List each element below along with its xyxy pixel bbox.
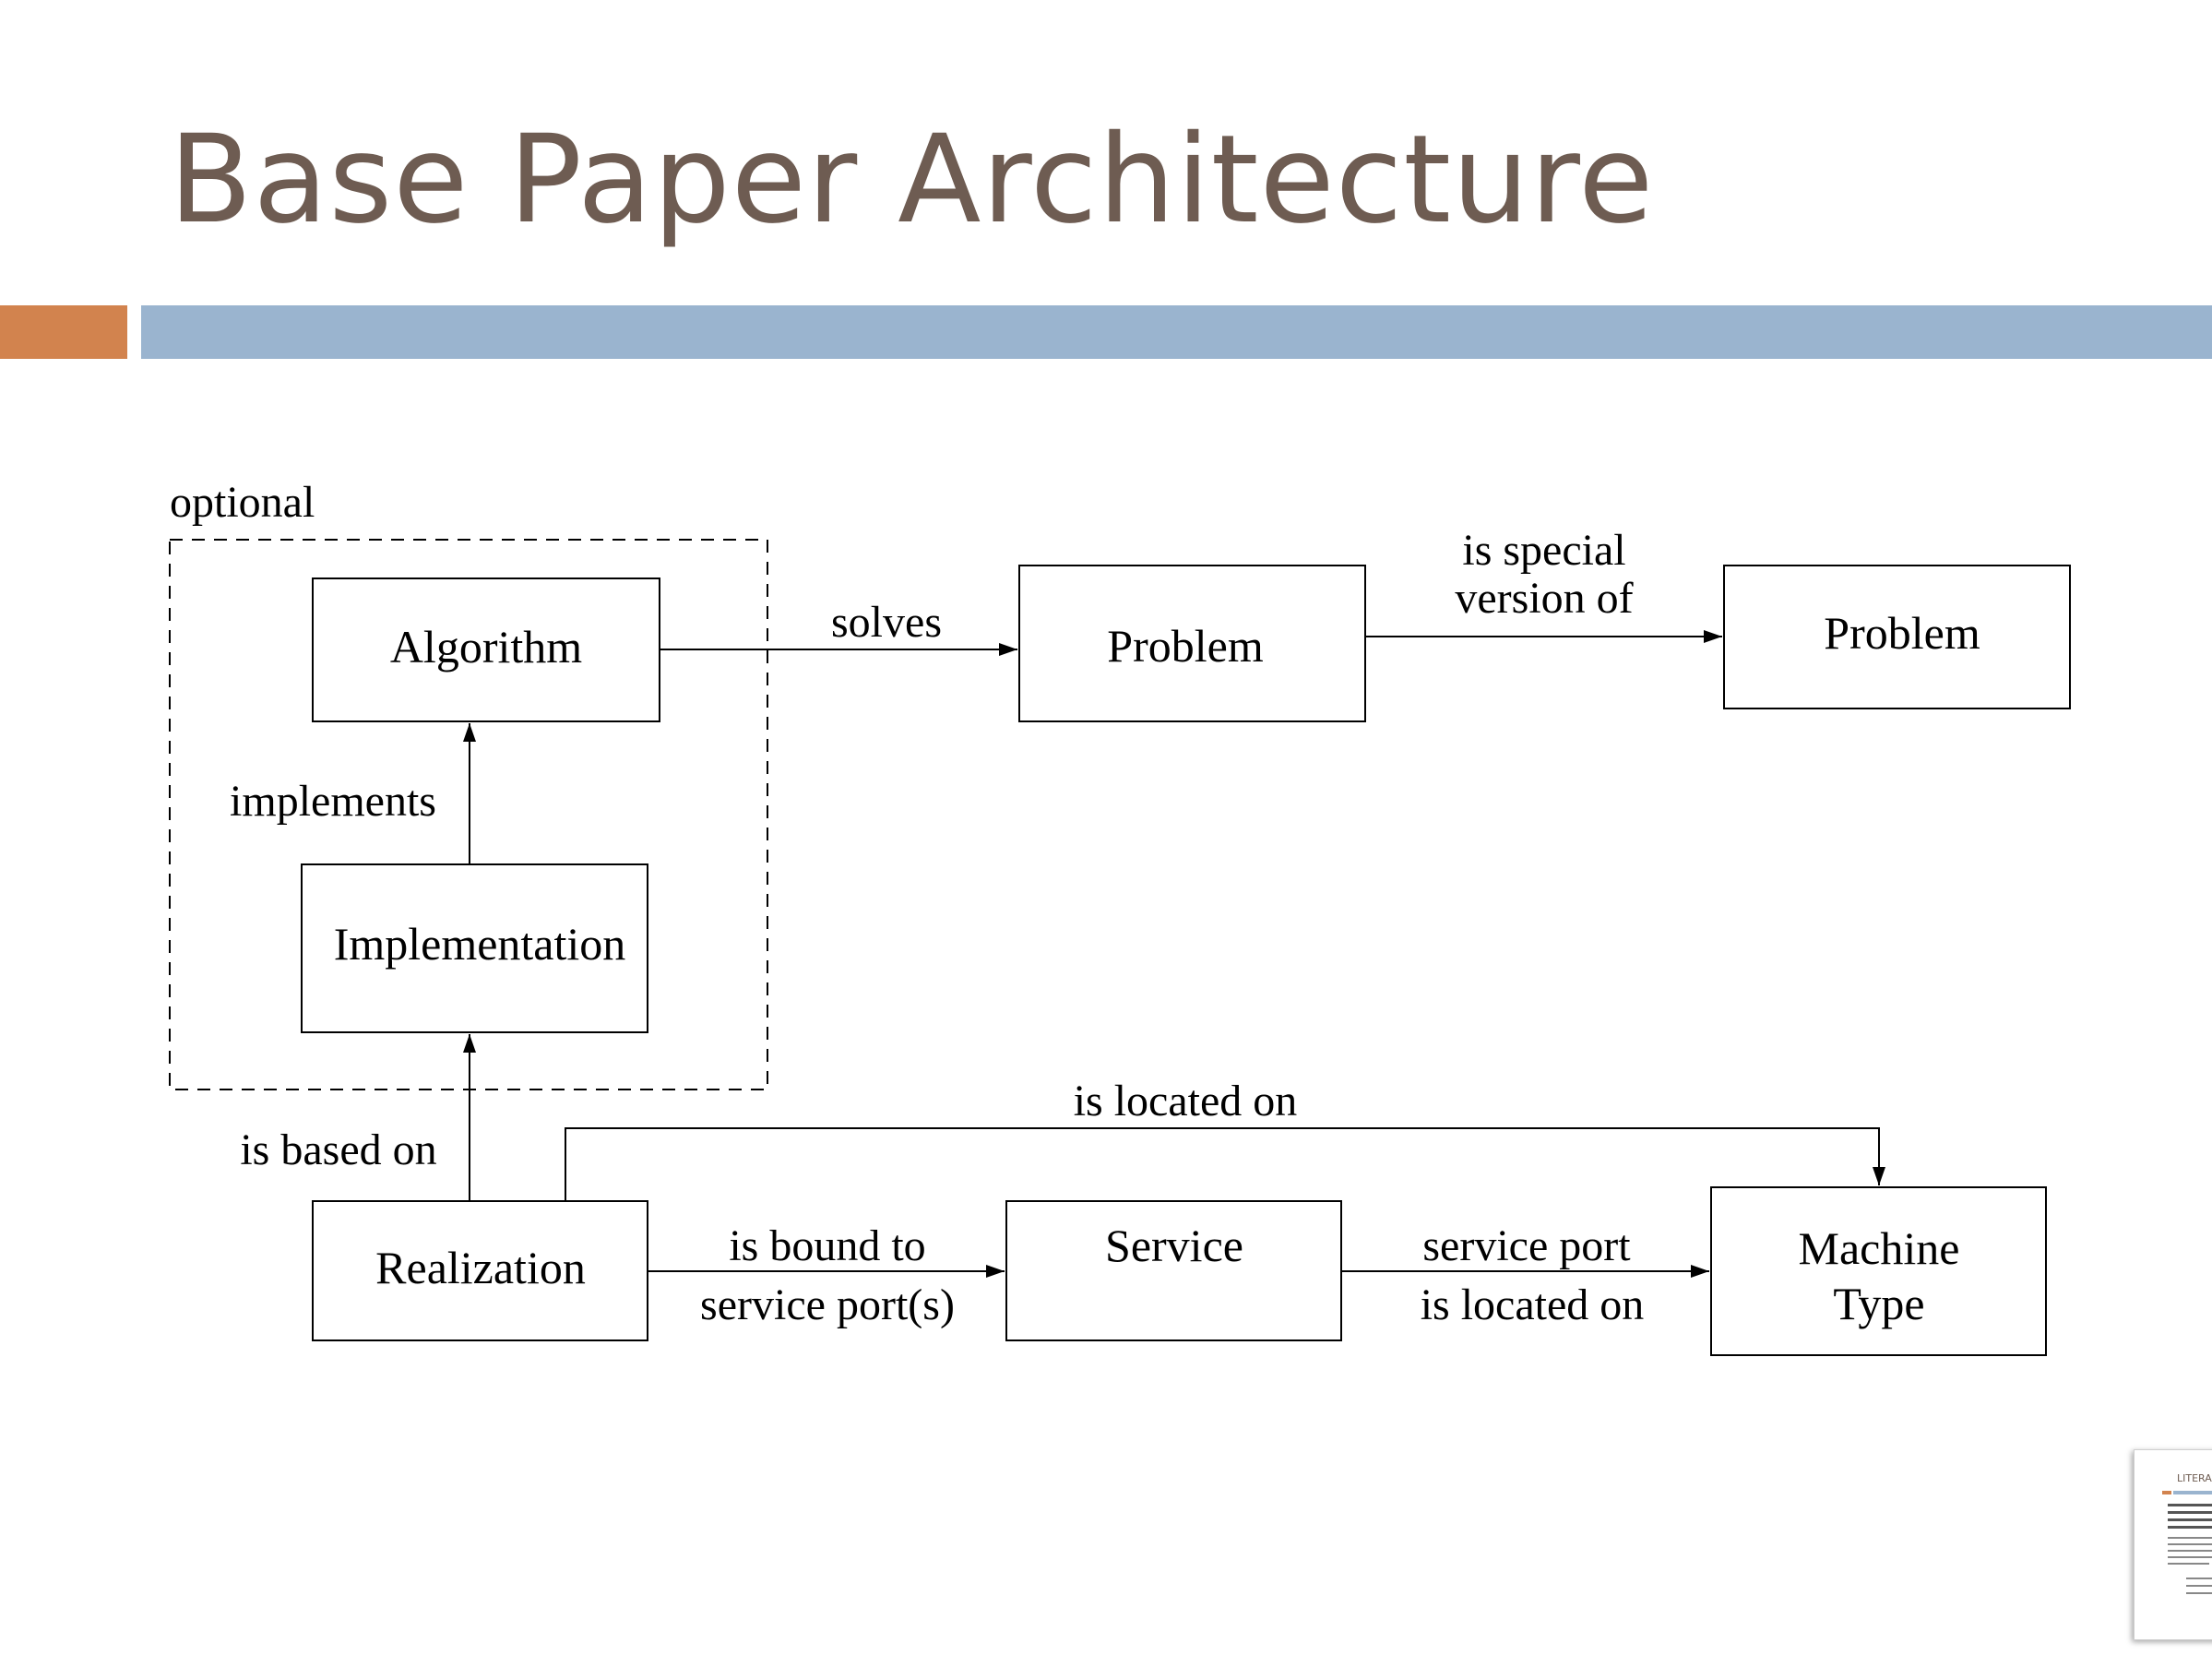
node-algorithm-label: Algorithm: [390, 621, 582, 673]
edge-is-located-on-label: is located on: [1074, 1077, 1298, 1125]
node-service-label: Service: [1105, 1220, 1243, 1271]
slide-title: Base Paper Architecture: [169, 109, 1655, 251]
node-problem-general-label: Problem: [1824, 607, 1980, 659]
node-problem-general: Problem: [1723, 565, 2071, 709]
node-machine-type-label-2: Type: [1833, 1278, 1924, 1329]
thumbnail-accent-orange: [2162, 1491, 2171, 1494]
thumbnail-text-line: [2168, 1550, 2212, 1552]
edge-is-located-on: [565, 1127, 1885, 1201]
edge-implements-label: implements: [230, 777, 436, 826]
edge-service-port-label-2: is located on: [1421, 1280, 1645, 1329]
node-implementation: Implementation: [301, 863, 648, 1033]
accent-bar-orange: [0, 305, 127, 359]
node-algorithm: Algorithm: [312, 577, 660, 722]
thumbnail-text-line: [2168, 1526, 2212, 1529]
thumbnail-text-line: [2168, 1563, 2209, 1565]
thumbnail-text-line: [2168, 1556, 2212, 1558]
node-problem-label: Problem: [1107, 620, 1264, 672]
node-implementation-label: Implementation: [334, 918, 626, 970]
edge-solves-label: solves: [831, 598, 942, 647]
thumbnail-text-line: [2168, 1543, 2212, 1545]
thumbnail-text-line: [2168, 1511, 2212, 1514]
edge-is-special-label-2: version of: [1455, 574, 1633, 623]
node-machine-type: Machine Type: [1710, 1186, 2047, 1356]
thumbnail-accent-blue: [2173, 1491, 2212, 1494]
node-problem: Problem: [1018, 565, 1366, 722]
edge-service-port-label-1: service port: [1422, 1221, 1631, 1270]
node-realization: Realization: [312, 1200, 648, 1341]
thumbnail-text-line: [2168, 1504, 2212, 1506]
accent-bar-blue: [141, 305, 2212, 359]
edge-is-bound-label-2: service port(s): [700, 1280, 955, 1329]
slide-thumbnail[interactable]: LITERA: [2134, 1449, 2212, 1640]
thumbnail-title: LITERA: [2177, 1472, 2212, 1484]
edge-is-bound-label-1: is bound to: [729, 1221, 925, 1270]
thumbnail-text-line: [2186, 1585, 2212, 1587]
thumbnail-text-line: [2168, 1518, 2212, 1521]
thumbnail-text-line: [2186, 1592, 2212, 1594]
thumbnail-text-line: [2186, 1578, 2212, 1579]
node-realization-label: Realization: [375, 1242, 586, 1293]
edge-is-based-on-label: is based on: [240, 1125, 436, 1174]
node-machine-type-label-1: Machine: [1799, 1222, 1960, 1274]
node-service: Service: [1005, 1200, 1342, 1341]
edge-is-special-label-1: is special: [1462, 526, 1625, 575]
thumbnail-text-line: [2168, 1537, 2212, 1539]
optional-group-label: optional: [170, 478, 315, 527]
